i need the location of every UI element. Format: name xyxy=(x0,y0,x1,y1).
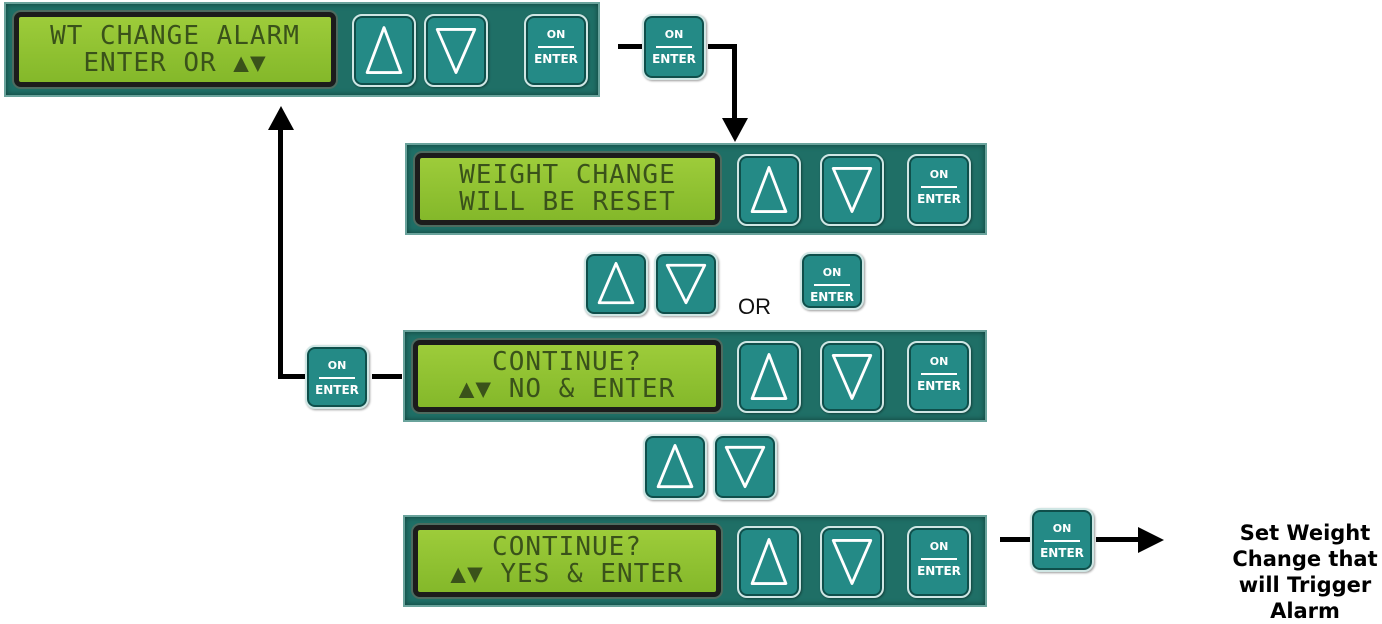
down-arrow-icon xyxy=(435,27,477,74)
divider xyxy=(1044,540,1080,542)
on-label: ON xyxy=(929,540,949,553)
down-button[interactable] xyxy=(820,154,884,226)
connector-line xyxy=(278,374,306,379)
up-arrow-icon xyxy=(750,166,788,213)
down-button[interactable] xyxy=(654,252,718,316)
divider xyxy=(921,186,957,188)
on-enter-button[interactable]: ON ENTER xyxy=(907,526,971,598)
control-panel-weight-change-reset: WEIGHT CHANGE WILL BE RESET ON ENTER xyxy=(405,143,987,235)
connector-line xyxy=(1000,537,1030,542)
lcd-display: WT CHANGE ALARM ENTER OR ▲▼ xyxy=(14,12,336,87)
on-enter-button[interactable]: ON ENTER xyxy=(1030,508,1094,572)
enter-label: ENTER xyxy=(1040,546,1084,560)
enter-label: ENTER xyxy=(917,379,961,393)
lcd-line-2: ▲▼ YES & ENTER xyxy=(450,559,684,589)
up-button[interactable] xyxy=(737,526,801,598)
result-label-line: Set Weight xyxy=(1239,521,1371,545)
up-arrow-icon xyxy=(656,444,694,489)
arrow-head-up xyxy=(268,106,294,130)
on-enter-button[interactable]: ON ENTER xyxy=(642,14,706,80)
down-button[interactable] xyxy=(820,341,884,413)
lcd-line-1: CONTINUE? xyxy=(492,347,642,377)
control-panel-wt-change-alarm: WT CHANGE ALARM ENTER OR ▲▼ ON ENTER xyxy=(4,2,600,97)
divider xyxy=(538,46,574,48)
connector-line xyxy=(278,130,283,379)
divider xyxy=(921,373,957,375)
down-arrow-icon xyxy=(831,354,873,400)
lcd-line-1: CONTINUE? xyxy=(492,532,642,562)
on-label: ON xyxy=(929,168,949,181)
on-label: ON xyxy=(822,266,842,279)
up-button[interactable] xyxy=(737,341,801,413)
up-button[interactable] xyxy=(643,434,707,500)
lcd-display: CONTINUE? ▲▼ NO & ENTER xyxy=(413,340,721,412)
up-button[interactable] xyxy=(352,14,416,87)
on-label: ON xyxy=(1052,522,1072,535)
on-label: ON xyxy=(929,355,949,368)
result-label-line: Alarm xyxy=(1270,599,1340,623)
up-arrow-icon xyxy=(750,538,788,585)
divider xyxy=(656,46,692,48)
arrow-head-down xyxy=(722,118,748,142)
enter-label: ENTER xyxy=(810,290,854,304)
enter-label: ENTER xyxy=(534,52,578,66)
lcd-line-1: WT CHANGE ALARM xyxy=(50,20,300,51)
up-arrow-icon xyxy=(365,26,403,74)
lcd-line-2: WILL BE RESET xyxy=(459,187,676,217)
down-button[interactable] xyxy=(424,14,488,87)
down-arrow-icon xyxy=(831,167,873,213)
on-enter-button[interactable]: ON ENTER xyxy=(907,341,971,413)
on-enter-button[interactable]: ON ENTER xyxy=(800,252,864,310)
up-arrow-icon xyxy=(750,353,788,400)
on-enter-button[interactable]: ON ENTER xyxy=(907,154,971,226)
enter-label: ENTER xyxy=(652,52,696,66)
up-button[interactable] xyxy=(584,252,648,316)
up-button[interactable] xyxy=(737,154,801,226)
on-enter-button[interactable]: ON ENTER xyxy=(524,14,588,87)
lcd-line-2: ▲▼ NO & ENTER xyxy=(458,374,676,404)
up-arrow-icon xyxy=(597,261,635,305)
control-panel-continue-no: CONTINUE? ▲▼ NO & ENTER ON ENTER xyxy=(403,330,987,422)
on-label: ON xyxy=(546,28,566,41)
enter-label: ENTER xyxy=(315,383,359,397)
on-enter-button[interactable]: ON ENTER xyxy=(305,345,369,409)
enter-label: ENTER xyxy=(917,564,961,578)
connector-line xyxy=(372,374,402,379)
down-arrow-icon xyxy=(724,445,766,489)
result-label: Set Weight Change that will Trigger Alar… xyxy=(1228,520,1382,624)
down-arrow-icon xyxy=(831,539,873,585)
divider xyxy=(921,558,957,560)
down-button[interactable] xyxy=(713,434,777,500)
connector-line xyxy=(1096,537,1140,542)
lcd-display: WEIGHT CHANGE WILL BE RESET xyxy=(415,153,720,225)
or-label: OR xyxy=(738,294,771,319)
connector-line xyxy=(618,44,642,49)
divider xyxy=(814,284,850,286)
connector-line xyxy=(732,44,737,122)
control-panel-continue-yes: CONTINUE? ▲▼ YES & ENTER ON ENTER xyxy=(403,515,987,607)
connector-line xyxy=(708,44,737,49)
divider xyxy=(319,377,355,379)
enter-label: ENTER xyxy=(917,192,961,206)
result-label-line: Change that xyxy=(1232,547,1378,571)
arrow-head-right xyxy=(1138,527,1164,553)
down-button[interactable] xyxy=(820,526,884,598)
result-label-line: will Trigger xyxy=(1238,573,1372,597)
lcd-display: CONTINUE? ▲▼ YES & ENTER xyxy=(413,525,721,597)
on-label: ON xyxy=(664,28,684,41)
on-label: ON xyxy=(327,359,347,372)
lcd-line-1: WEIGHT CHANGE xyxy=(459,160,676,190)
lcd-line-2: ENTER OR ▲▼ xyxy=(83,47,267,78)
down-arrow-icon xyxy=(665,263,707,305)
